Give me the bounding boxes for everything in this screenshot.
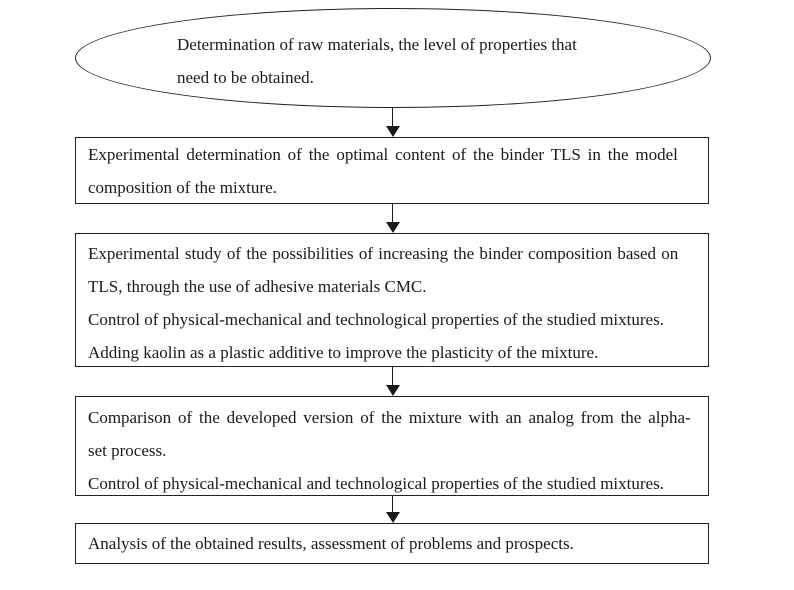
arrow-shaft <box>392 108 393 126</box>
arrow-head-icon <box>385 512 400 523</box>
flowchart-start-ellipse: Determination of raw materials, the leve… <box>75 8 711 108</box>
connector-arrow-down <box>385 108 400 137</box>
arrow-head-icon <box>385 385 400 396</box>
arrow-head-icon <box>385 126 400 137</box>
connector-arrow-down <box>385 367 400 396</box>
flowchart-box-analysis-results: Analysis of the obtained results, assess… <box>75 523 709 564</box>
box-text-line: Control of physical-mechanical and techn… <box>88 474 664 493</box>
arrow-head-icon <box>385 222 400 233</box>
box-text-line: Adding kaolin as a plastic additive to i… <box>88 343 599 362</box>
flowchart-box-comparison-alpha-set: Comparison of the developed version of t… <box>75 396 709 496</box>
arrow-shaft <box>392 367 393 385</box>
box-text-line: Experimental determination of the optima… <box>88 145 678 164</box>
box-text-line: TLS, through the use of adhesive materia… <box>88 277 427 296</box>
connector-arrow-down <box>385 204 400 233</box>
arrow-shaft <box>392 496 393 512</box>
box-text-line: Control of physical-mechanical and techn… <box>88 310 664 329</box>
flowchart-box-tls-optimal-content: Experimental determination of the optima… <box>75 137 709 204</box>
box-text-line: Analysis of the obtained results, assess… <box>88 534 574 553</box>
flowchart-box-binder-study: Experimental study of the possibilities … <box>75 233 709 367</box>
box-text-line: Experimental study of the possibilities … <box>88 244 679 263</box>
ellipse-text-line: need to be obtained. <box>177 68 314 87</box>
ellipse-text-line: Determination of raw materials, the leve… <box>177 35 577 54</box>
box-text-line: set process. <box>88 441 167 460</box>
ellipse-text-block: Determination of raw materials, the leve… <box>177 28 577 94</box>
box-text-line: Comparison of the developed version of t… <box>88 408 691 427</box>
connector-arrow-down <box>385 496 400 523</box>
arrow-shaft <box>392 204 393 222</box>
box-text-line: composition of the mixture. <box>88 178 277 197</box>
